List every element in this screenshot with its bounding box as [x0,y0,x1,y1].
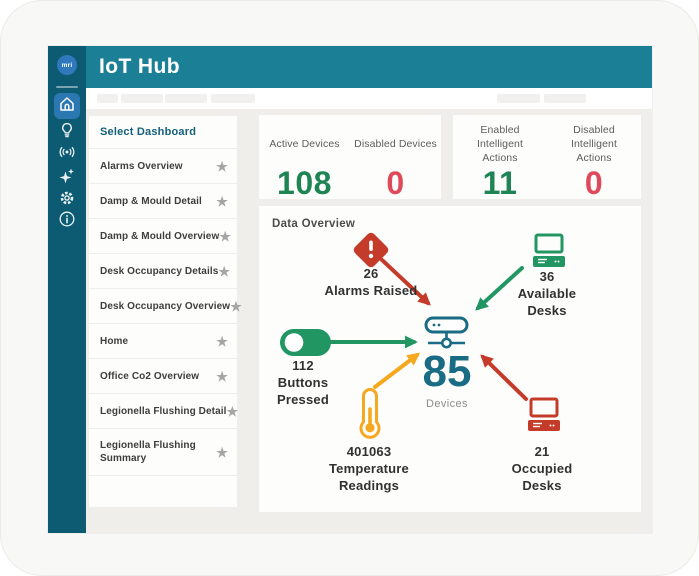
available-desks-label: Available Desks [517,285,577,318]
broadcast-icon [58,143,76,166]
alarms-raised-node: 26 Alarms Raised [321,266,421,300]
sidebar-item-devices[interactable] [58,121,76,144]
sidebar-item-info[interactable] [58,210,76,233]
temperature-readings-node: 401063 Temperature Readings [313,444,425,495]
desktop-computer-icon [533,233,565,267]
dashboard-item-desk-occupancy-details[interactable]: Desk Occupancy Details ★ [89,254,237,289]
star-icon[interactable]: ★ [216,193,228,209]
total-devices-label: Devices [426,398,468,410]
alert-diamond-icon [353,232,389,268]
enabled-actions-value: 11 [482,165,518,201]
hub-device-icon [424,316,469,349]
star-icon[interactable]: ★ [216,368,228,384]
star-icon[interactable]: ★ [216,444,228,460]
occupied-desks-label: Occupied Desks [511,460,573,493]
dashboard-item-home[interactable]: Home ★ [89,324,237,359]
dashboard-item-damp-mould-detail[interactable]: Damp & Mould Detail ★ [89,184,237,219]
disabled-actions-metric: Disabled Intelligent Actions 0 [570,124,618,201]
dashboard-item-desk-occupancy-overview[interactable]: Desk Occupancy Overview ★ [89,289,242,324]
toolbar-item[interactable] [165,94,207,103]
occupied-desks-value: 21 [534,444,550,459]
lightbulb-icon [58,121,76,144]
active-devices-value: 108 [277,165,332,201]
dashboard-list-header: Select Dashboard [89,116,237,149]
sidebar-item-intelligent-actions[interactable] [58,167,76,190]
alarms-raised-value: 26 [363,266,379,281]
disabled-actions-value: 0 [584,165,604,201]
data-overview-title: Data Overview [272,218,356,230]
sidebar-item-settings[interactable] [58,191,76,209]
disabled-devices-value: 0 [386,165,405,201]
sidebar-item-home[interactable] [54,93,80,119]
hub-diagram [280,232,565,439]
info-icon [58,210,76,233]
temperature-readings-value: 401063 [346,444,392,459]
dashboard-item-legionella-flushing-summary[interactable]: Legionella Flushing Summary ★ [89,429,237,476]
star-icon[interactable]: ★ [216,158,228,174]
sidebar-item-signals[interactable] [58,145,76,163]
app-title: IoT Hub [99,55,180,78]
dashboard-item-alarms-overview[interactable]: Alarms Overview ★ [89,149,237,184]
toolbar [86,88,652,109]
occupied-desks-node: 21 Occupied Desks [497,444,587,495]
available-desks-arrow [475,266,524,311]
disabled-devices-metric: Disabled Devices 0 [354,138,437,201]
occupied-desks-arrow [480,354,528,401]
buttons-pressed-label: Buttons Pressed [277,374,329,407]
app-window: IoT Hub mri [48,46,652,533]
total-devices-value: 85 [422,347,472,396]
toolbar-item[interactable] [544,94,586,103]
buttons-pressed-value: 112 [292,358,314,373]
buttons-pressed-node: 112 Buttons Pressed [258,358,348,409]
available-desks-node: 36 Available Desks [500,269,594,320]
data-overview-panel: Data Overview [259,206,641,512]
star-icon[interactable]: ★ [219,228,232,244]
toolbar-item[interactable] [97,94,118,103]
star-icon[interactable]: ★ [216,333,228,349]
active-devices-metric: Active Devices 108 [269,138,340,201]
desktop-computer-icon [528,397,560,431]
dashboard-item-office-co2-overview[interactable]: Office Co2 Overview ★ [89,359,237,394]
sidebar-divider [56,86,78,88]
mri-logo: mri [57,55,77,75]
toggle-icon [280,329,331,356]
toolbar-item[interactable] [211,94,255,103]
thermometer-icon [359,388,381,439]
temperature-arrow [373,352,421,389]
intelligent-actions-stat-card: Enabled Intelligent Actions 11 Disabled … [453,115,641,199]
alarm-arrow [380,258,431,306]
star-icon[interactable]: ★ [218,263,231,279]
dashboard-list-panel: Select Dashboard Alarms Overview ★ Damp … [89,116,242,507]
enabled-actions-metric: Enabled Intelligent Actions 11 [476,124,524,201]
dashboard-item-damp-mould-overview[interactable]: Damp & Mould Overview ★ [89,219,237,254]
star-icon[interactable]: ★ [226,403,239,419]
devices-stat-card: Active Devices 108 Disabled Devices 0 [259,115,441,199]
sparkles-icon [58,167,76,190]
available-desks-value: 36 [539,269,555,284]
star-icon[interactable]: ★ [230,298,242,314]
alarms-raised-label: Alarms Raised [324,282,418,298]
app-header: IoT Hub [86,46,652,88]
home-icon [58,95,76,118]
gear-icon [58,189,76,212]
dashboard-item-legionella-flushing-detail[interactable]: Legionella Flushing Detail ★ [89,394,239,429]
toolbar-item[interactable] [497,94,540,103]
sidebar-nav: mri [48,46,86,533]
toolbar-item[interactable] [121,94,163,103]
temperature-readings-label: Temperature Readings [329,460,409,493]
